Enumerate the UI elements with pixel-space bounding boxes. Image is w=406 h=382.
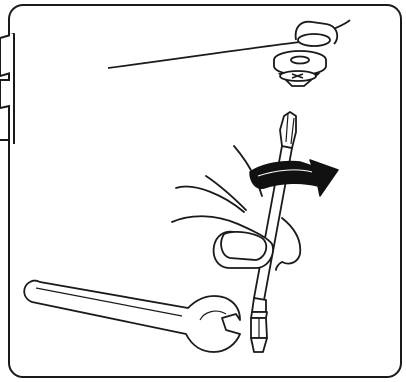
mounting-boss	[296, 22, 338, 46]
